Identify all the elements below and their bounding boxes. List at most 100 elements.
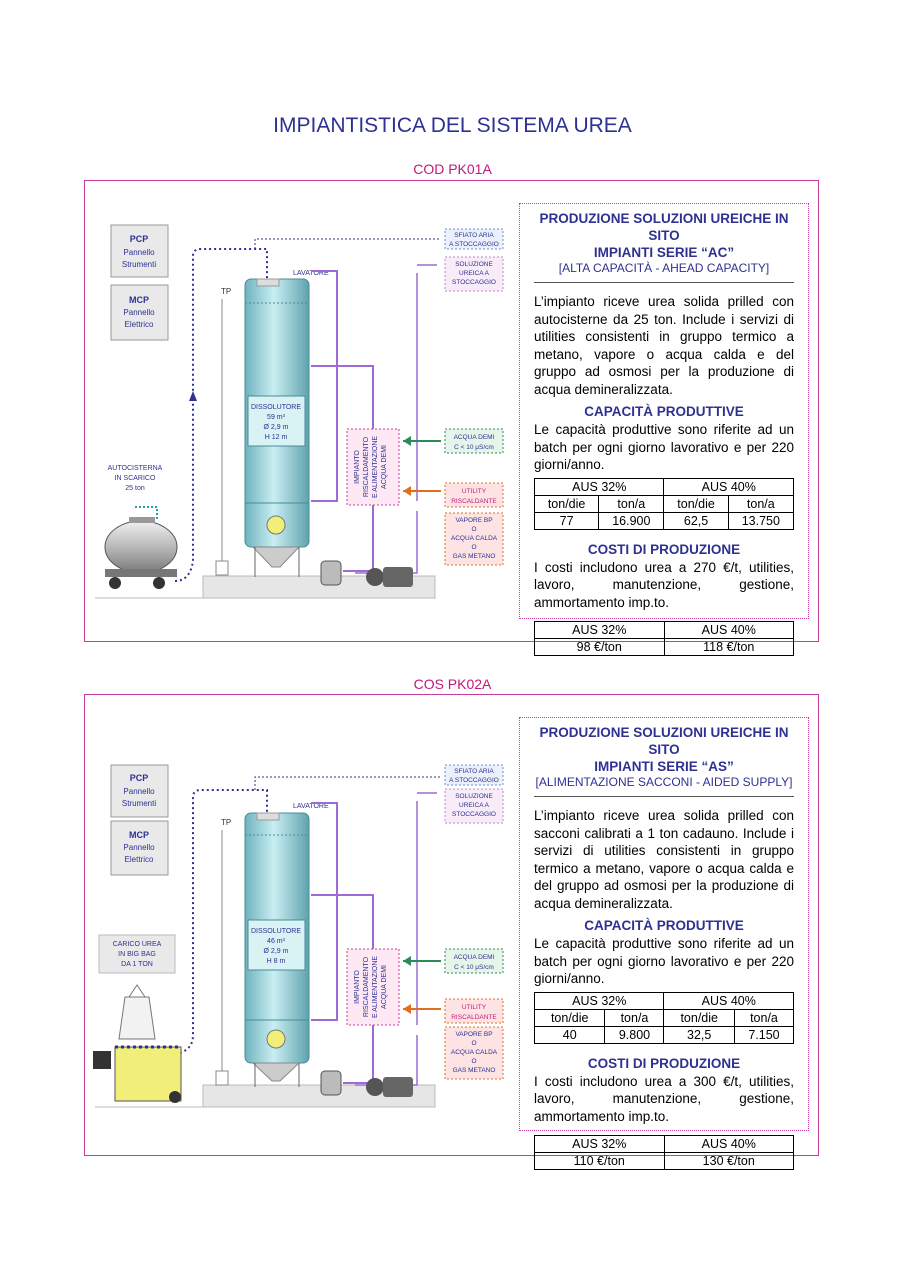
source-line: 25 ton bbox=[125, 485, 145, 492]
tp-label: TP bbox=[221, 818, 231, 827]
steam-line: GAS METANO bbox=[453, 553, 496, 560]
steam-line: VAPORE BP bbox=[455, 517, 492, 524]
heating-line: IMPIANTO bbox=[354, 450, 361, 484]
demi-line: C < 10 μS/cm bbox=[454, 444, 494, 451]
table-row: AUS 32% AUS 40% bbox=[534, 621, 794, 639]
table-cell: ton/die bbox=[663, 494, 729, 513]
cost-title: COSTI DI PRODUZIONE bbox=[587, 1055, 741, 1071]
section-panel: PCP Pannello Strumenti MCP Pannello Elet… bbox=[84, 180, 819, 656]
solution-box: SOLUZIONE UREICA A STOCCAGGIO bbox=[444, 788, 504, 824]
pcp-line: Strumenti bbox=[122, 799, 156, 808]
info-box: PRODUZIONE SOLUZIONI UREICHE IN SITO IMP… bbox=[519, 203, 809, 656]
steam-line: O bbox=[471, 1040, 476, 1047]
steam-line: O bbox=[471, 526, 476, 533]
mcp-panel: MCP Pannello Elettrico bbox=[110, 284, 169, 341]
mcp-line: Pannello bbox=[123, 308, 155, 317]
capacity-text: Le capacità produttive sono riferite ad … bbox=[534, 422, 794, 472]
table-cell: AUS 40% bbox=[663, 1135, 794, 1153]
table-cell: 40 bbox=[533, 1025, 606, 1044]
lavatore-label: LAVATORE bbox=[293, 803, 329, 810]
table-cell: ton/die bbox=[533, 1008, 606, 1027]
mcp-panel: MCP Pannello Elettrico bbox=[110, 820, 169, 876]
cost-text: I costi includono urea a 300 €/t, utilit… bbox=[534, 1073, 794, 1124]
table-cell: ton/a bbox=[733, 1008, 795, 1027]
utility-line: UTILITY bbox=[462, 1004, 487, 1011]
table-cell: AUS 40% bbox=[663, 621, 794, 639]
table-cell: 13.750 bbox=[727, 511, 795, 530]
table-row: AUS 32% AUS 40% bbox=[534, 1135, 794, 1153]
capacity-table: AUS 32% AUS 40% ton/die ton/a ton/die to… bbox=[533, 477, 795, 530]
sfiato-box: SFIATO ARIA A STOCCAGGIO bbox=[444, 764, 504, 786]
table-cell: 110 €/ton bbox=[534, 1152, 665, 1170]
demi-water-box: ACQUA DEMI C < 10 μS/cm bbox=[444, 428, 504, 454]
sfiato-line: A STOCCAGGIO bbox=[449, 241, 499, 248]
tanker-truck: AUTOCISTERNA IN SCARICO 25 ton bbox=[104, 465, 178, 589]
sfiato-line: A STOCCAGGIO bbox=[449, 777, 499, 784]
lavatore-label: LAVATORE bbox=[293, 270, 329, 277]
tank-line: 46 m³ bbox=[267, 938, 286, 945]
table-row: 40 9.800 32,5 7.150 bbox=[533, 1025, 795, 1044]
series-heading: IMPIANTI SERIE “AS” bbox=[594, 759, 734, 774]
mcp-line: Pannello bbox=[123, 843, 155, 852]
dissolver-tank: DISSOLUTORE 59 m³ Ø 2,9 m H 12 m bbox=[244, 278, 310, 577]
pcp-panel: PCP Pannello Strumenti bbox=[110, 764, 169, 818]
demi-line: ACQUA DEMI bbox=[454, 434, 495, 441]
tank-line: Ø 2,9 m bbox=[264, 948, 289, 955]
capacity-table: AUS 32% AUS 40% ton/die ton/a ton/die to… bbox=[533, 991, 795, 1044]
description: L’impianto riceve urea solida prilled co… bbox=[534, 294, 794, 397]
source-line: AUTOCISTERNA bbox=[108, 465, 163, 472]
mcp-line: Elettrico bbox=[125, 855, 154, 864]
heating-line: E ALIMENTAZIONE bbox=[372, 436, 379, 498]
table-cell: 16.900 bbox=[598, 511, 665, 530]
utility-box: UTILITY RISCALDANTE bbox=[444, 998, 504, 1024]
mcp-label: MCP bbox=[129, 830, 149, 840]
heating-line: E ALIMENTAZIONE bbox=[372, 956, 379, 1018]
table-row: AUS 32% AUS 40% bbox=[533, 477, 794, 496]
heating-unit-box: IMPIANTO RISCALDAMENTO E ALIMENTAZIONE A… bbox=[346, 948, 400, 1026]
table-row: 110 €/ton 130 €/ton bbox=[534, 1152, 794, 1170]
table-row: 77 16.900 62,5 13.750 bbox=[533, 511, 795, 530]
table-row: ton/die ton/a ton/die ton/a bbox=[533, 494, 795, 513]
info-heading: PRODUZIONE SOLUZIONI UREICHE IN SITO bbox=[539, 725, 789, 757]
info-heading: PRODUZIONE SOLUZIONI UREICHE IN SITO bbox=[539, 211, 789, 243]
steam-line: O bbox=[471, 544, 476, 551]
steam-box: VAPORE BP O ACQUA CALDA O GAS METANO bbox=[444, 512, 504, 566]
table-cell: 130 €/ton bbox=[663, 1152, 794, 1170]
section-code: COD PK01A bbox=[413, 161, 492, 177]
pcp-label: PCP bbox=[130, 773, 149, 783]
solution-line: UREICA A bbox=[459, 270, 490, 277]
table-cell: AUS 32% bbox=[534, 621, 665, 639]
pcp-line: Pannello bbox=[123, 248, 155, 257]
tank-line: Ø 2,9 m bbox=[264, 424, 289, 431]
section-code: COS PK02A bbox=[413, 676, 492, 692]
capacity-text: Le capacità produttive sono riferite ad … bbox=[534, 936, 794, 986]
table-cell: ton/a bbox=[598, 494, 665, 513]
process-diagram: PCP Pannello Strumenti MCP Pannello Elet… bbox=[95, 224, 504, 599]
source-line: IN BIG BAG bbox=[118, 951, 156, 958]
demi-line: ACQUA DEMI bbox=[454, 954, 495, 961]
heating-line: RISCALDAMENTO bbox=[363, 436, 370, 497]
cost-title: COSTI DI PRODUZIONE bbox=[587, 541, 741, 557]
table-cell: 118 €/ton bbox=[663, 638, 794, 656]
solution-line: UREICA A bbox=[459, 802, 490, 809]
table-cell: AUS 40% bbox=[663, 991, 794, 1010]
sfiato-line: SFIATO ARIA bbox=[454, 768, 494, 775]
source-line: DA 1 TON bbox=[121, 961, 153, 968]
tp-label: TP bbox=[221, 287, 231, 296]
process-diagram: PCP Pannello Strumenti MCP Pannello Elet… bbox=[93, 764, 504, 1108]
tank-label: DISSOLUTORE bbox=[251, 928, 301, 935]
cost-table: AUS 32% AUS 40% 110 €/ton 130 €/ton bbox=[534, 1135, 794, 1170]
pcp-line: Strumenti bbox=[122, 260, 156, 269]
steam-line: VAPORE BP bbox=[455, 1031, 492, 1038]
utility-line: RISCALDANTE bbox=[451, 498, 497, 505]
table-cell: 62,5 bbox=[663, 511, 729, 530]
utility-box: UTILITY RISCALDANTE bbox=[444, 482, 504, 508]
table-cell: 7.150 bbox=[733, 1025, 795, 1044]
table-cell: AUS 32% bbox=[533, 477, 665, 496]
table-cell: ton/die bbox=[533, 494, 600, 513]
utility-line: RISCALDANTE bbox=[451, 1014, 497, 1021]
solution-line: SOLUZIONE bbox=[455, 261, 493, 268]
sfiato-box: SFIATO ARIA A STOCCAGGIO bbox=[444, 228, 504, 250]
steam-box: VAPORE BP O ACQUA CALDA O GAS METANO bbox=[444, 1026, 504, 1080]
cost-text: I costi includono urea a 270 €/t, utilit… bbox=[534, 559, 794, 610]
